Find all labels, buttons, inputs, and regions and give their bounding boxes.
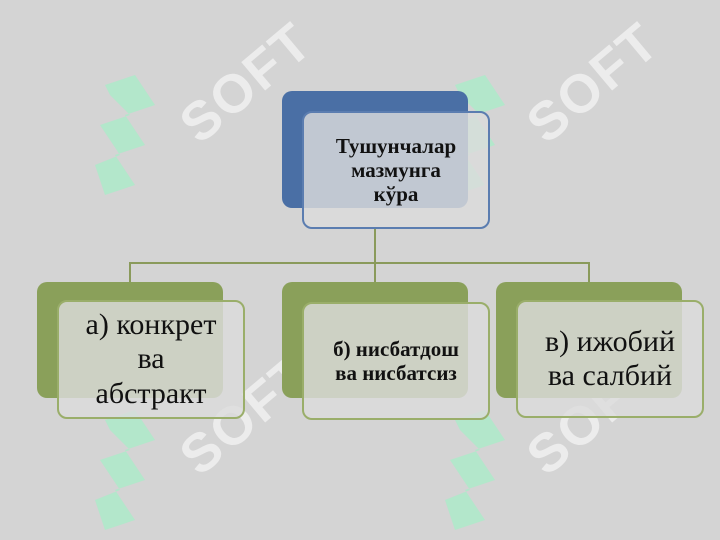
watermark-logo: [95, 75, 165, 200]
watermark-text: SOFT: [515, 11, 671, 155]
root-node-label: Тушунчалар мазмунга кўра: [335, 133, 457, 207]
connector-horizontal: [129, 262, 590, 264]
child-node-2: б) нисбатдош ва нисбатсиз: [302, 302, 490, 420]
connector-child-2: [374, 262, 376, 282]
connector-child-3: [588, 262, 590, 282]
watermark-logo: [445, 410, 515, 535]
child-node-1: а) конкрет ва абстракт: [57, 300, 245, 419]
child-node-1-label: а) конкрет ва абстракт: [85, 307, 217, 410]
child-node-3: в) ижобий ва салбий: [516, 300, 704, 418]
child-node-2-label: б) нисбатдош ва нисбатсиз: [333, 336, 459, 385]
child-node-3-label: в) ижобий ва салбий: [544, 324, 676, 393]
root-node: Тушунчалар мазмунга кўра: [302, 111, 490, 229]
connector-child-1: [129, 262, 131, 282]
connector-vertical-root: [374, 228, 376, 263]
watermark-logo: [95, 410, 165, 535]
